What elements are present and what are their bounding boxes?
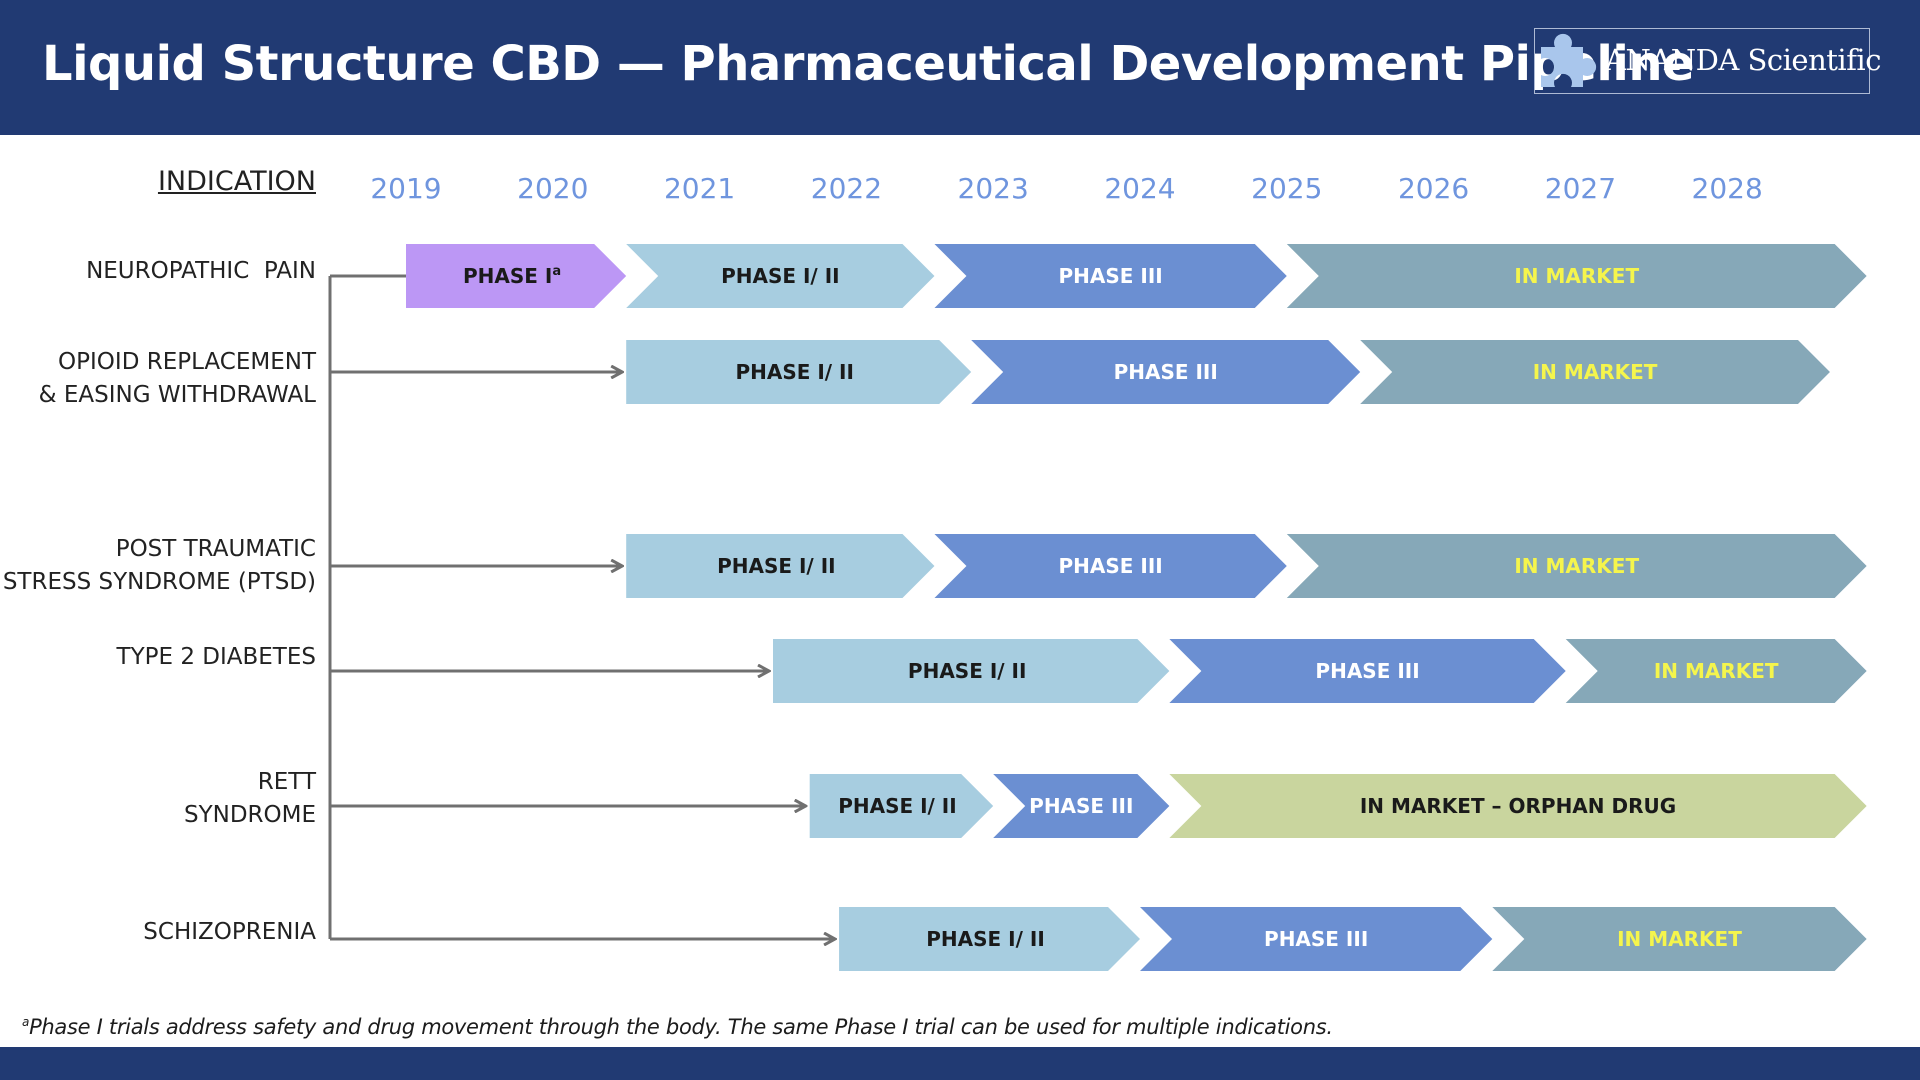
stage-arrow-shape [1169, 639, 1566, 703]
stage-arrow-shape [626, 340, 972, 404]
stage-label: PHASE I/ II [838, 794, 957, 818]
stage-label: PHASE Ia [463, 264, 561, 288]
stage-bar-phase-iii: PHASE III [934, 244, 1287, 308]
stage-bar-phase-i-ii: PHASE I/ II [626, 534, 935, 598]
stage-arrow-shape [1492, 907, 1867, 971]
puzzle-piece-icon [1541, 33, 1597, 87]
year-label-2022: 2022 [810, 172, 883, 205]
stage-label: PHASE III [1315, 659, 1419, 683]
footer-bar [0, 1047, 1920, 1080]
year-label-2026: 2026 [1397, 172, 1470, 205]
stage-arrow-shape [773, 639, 1170, 703]
stage-label: PHASE III [1029, 794, 1133, 818]
stage-bar-in-market: IN MARKET [1492, 907, 1867, 971]
stage-label: IN MARKET [1514, 554, 1639, 578]
year-label-2024: 2024 [1104, 172, 1176, 205]
stage-bar-in-market: IN MARKET [1360, 340, 1830, 404]
stage-arrow-shape [1565, 639, 1867, 703]
stage-bar-phase-i: PHASE Ia [406, 244, 627, 308]
stage-arrow-shape [626, 534, 935, 598]
title-bar: Liquid Structure CBD — Pharmaceutical De… [0, 0, 1920, 135]
year-label-2027: 2027 [1544, 172, 1617, 205]
stage-bar-in-market: IN MARKET [1286, 244, 1867, 308]
stage-arrow-shape [626, 244, 935, 308]
stage-bar-orphan-drug: IN MARKET – ORPHAN DRUG [1169, 774, 1867, 838]
stage-arrow-shape [839, 907, 1140, 971]
footnote-text: Phase I trials address safety and drug m… [29, 1015, 1333, 1039]
stage-label: PHASE III [1114, 360, 1218, 384]
year-label-2028: 2028 [1691, 172, 1763, 205]
stage-arrow-shape [1286, 534, 1867, 598]
stage-bar-in-market: IN MARKET [1565, 639, 1867, 703]
stage-arrow-shape [934, 244, 1287, 308]
indication-label: NEUROPATHIC PAIN [86, 258, 316, 284]
stage-arrow-shape [1140, 907, 1493, 971]
stage-label: PHASE III [1059, 554, 1163, 578]
stage-bar-phase-i-ii: PHASE I/ II [773, 639, 1170, 703]
stage-bar-phase-iii: PHASE III [971, 340, 1361, 404]
stage-bar-in-market: IN MARKET [1286, 534, 1867, 598]
stage-label-superscript: a [552, 264, 561, 279]
stage-label: IN MARKET [1514, 264, 1639, 288]
stage-label: IN MARKET [1617, 927, 1742, 951]
stage-bar-phase-i-ii: PHASE I/ II [809, 774, 994, 838]
year-label-2019: 2019 [370, 172, 442, 205]
stage-arrow-shape [1360, 340, 1830, 404]
logo-text: ANANDA Scientific [1605, 43, 1881, 77]
stage-arrow-shape [1286, 244, 1867, 308]
stage-label: PHASE I/ II [717, 554, 836, 578]
stage-label: PHASE I/ II [721, 264, 840, 288]
stage-label: PHASE I/ II [926, 927, 1045, 951]
stage-label: IN MARKET [1654, 659, 1779, 683]
year-label-2020: 2020 [517, 172, 589, 205]
stage-label: PHASE III [1059, 264, 1163, 288]
stage-arrow-shape [1169, 774, 1867, 838]
stage-arrow-shape [809, 774, 994, 838]
indication-label: OPIOID REPLACEMENT & EASING WITHDRAWAL [38, 349, 316, 408]
stage-arrow-shape [993, 774, 1170, 838]
indication-label: SCHIZOPRENIA [143, 919, 316, 945]
stage-arrow-shape [971, 340, 1361, 404]
indication-label: POST TRAUMATIC STRESS SYNDROME (PTSD) [2, 536, 316, 595]
stage-label: IN MARKET – ORPHAN DRUG [1360, 794, 1676, 818]
indication-label: TYPE 2 DIABETES [116, 644, 316, 670]
stage-label: PHASE I/ II [908, 659, 1027, 683]
year-label-2021: 2021 [663, 172, 736, 205]
page-title: Liquid Structure CBD — Pharmaceutical De… [42, 36, 1695, 92]
footnote-marker: a [22, 1015, 30, 1029]
year-label-2025: 2025 [1251, 172, 1323, 205]
stage-arrow-shape [934, 534, 1287, 598]
indication-label: RETT SYNDROME [183, 769, 316, 828]
footnote: aPhase I trials address safety and drug … [22, 1015, 1333, 1039]
stage-bar-phase-i-ii: PHASE I/ II [626, 340, 972, 404]
stage-bar-phase-i-ii: PHASE I/ II [626, 244, 935, 308]
stage-bar-phase-iii: PHASE III [934, 534, 1287, 598]
stage-label: PHASE III [1264, 927, 1368, 951]
stage-bar-phase-i-ii: PHASE I/ II [839, 907, 1140, 971]
company-logo: ANANDA Scientific [1534, 28, 1881, 94]
stage-bar-phase-iii: PHASE III [1140, 907, 1493, 971]
stage-label: IN MARKET [1533, 360, 1658, 384]
stage-bar-phase-iii: PHASE III [1169, 639, 1566, 703]
stage-bar-phase-iii: PHASE III [993, 774, 1170, 838]
stage-label: PHASE I/ II [735, 360, 854, 384]
year-label-2023: 2023 [957, 172, 1029, 205]
stage-arrow-shape [406, 244, 627, 308]
indication-column-header: INDICATION [157, 166, 316, 197]
